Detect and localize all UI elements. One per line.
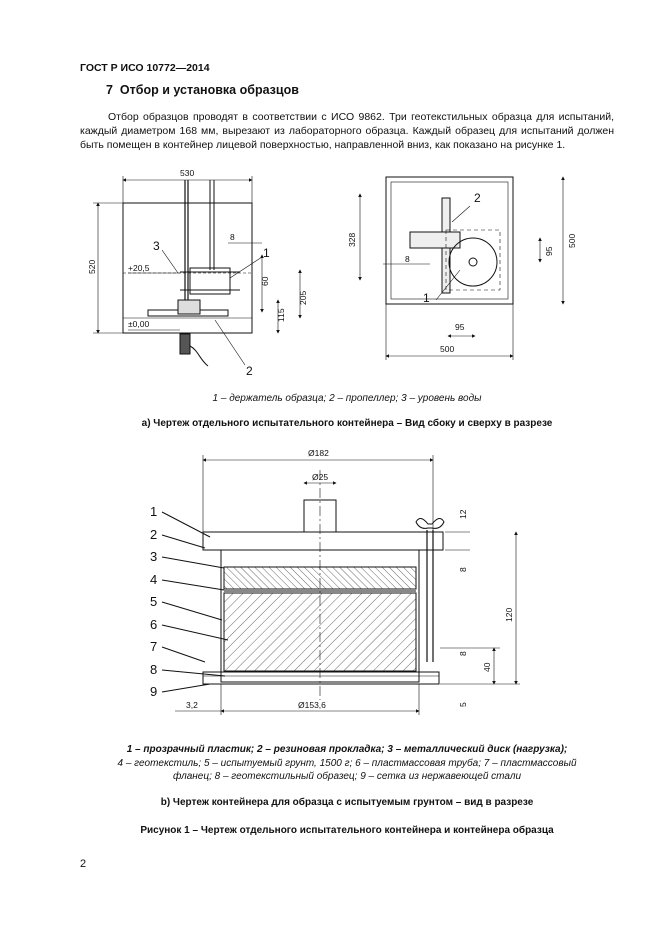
b-dim-12: 12 — [458, 509, 468, 519]
dim-500-v: 500 — [567, 234, 577, 248]
dim-530: 530 — [180, 168, 194, 178]
figure-b-caption: b) Чертеж контейнера для образца с испыт… — [160, 797, 534, 808]
figure-b-legend-line1: 1 – прозрачный пластик; 2 – резиновая пр… — [126, 744, 568, 755]
b-label-1: 1 — [150, 504, 157, 519]
side-label-3: 3 — [153, 239, 160, 253]
b-label-2: 2 — [150, 527, 157, 542]
b-plastic-flange — [202, 671, 440, 685]
b-label-3: 3 — [150, 549, 157, 564]
b-dim-40: 40 — [482, 662, 492, 672]
figure-b-drawing: Ø182 Ø25 12 8 120 8 40 5 3,2 Ø153,6 1 2 … — [150, 448, 520, 715]
section-number: 7 — [106, 83, 113, 97]
b-dim-25: Ø25 — [312, 472, 328, 482]
top-label-1: 1 — [423, 291, 430, 305]
b-dim-32: 3,2 — [186, 700, 198, 710]
b-clear-plastic-lid — [202, 531, 444, 551]
dim-95-v: 95 — [544, 246, 554, 256]
dim-328: 328 — [347, 233, 357, 247]
side-label-1: 1 — [263, 246, 270, 260]
b-label-7: 7 — [150, 639, 157, 654]
side-specimen-holder — [189, 267, 231, 295]
b-dim-8a: 8 — [458, 567, 468, 572]
figure-a-caption: а) Чертеж отдельного испытательного конт… — [141, 418, 553, 429]
body-paragraph: Отбор образцов проводят в соответствии с… — [80, 111, 614, 151]
top-propeller-disc — [448, 237, 498, 287]
top-view-container — [385, 176, 514, 305]
level-top: +20,5 — [128, 263, 150, 273]
dim-115: 115 — [276, 308, 286, 322]
b-dim-8b: 8 — [458, 651, 468, 656]
top-label-2: 2 — [474, 191, 481, 205]
dim-60: 60 — [260, 276, 270, 286]
dim-205: 205 — [298, 291, 308, 305]
b-label-4: 4 — [150, 572, 157, 587]
dim-8-top: 8 — [405, 254, 410, 264]
level-bottom: ±0,00 — [128, 319, 149, 329]
b-wing-nut — [415, 518, 445, 529]
dim-500-h: 500 — [440, 344, 454, 354]
section-title: Отбор и установка образцов — [119, 83, 299, 97]
dim-8-side: 8 — [230, 232, 235, 242]
figure-b-legend-line2: 4 – геотекстиль; 5 – испытуемый грунт, 1… — [117, 758, 577, 769]
figure-b-legend-line3: фланец; 8 – геотекстильный образец; 9 – … — [172, 771, 522, 782]
b-dim-120: 120 — [504, 608, 514, 622]
page-number: 2 — [80, 858, 87, 870]
b-label-8: 8 — [150, 662, 157, 677]
b-label-6: 6 — [150, 617, 157, 632]
b-dim-182: Ø182 — [308, 448, 329, 458]
b-label-5: 5 — [150, 594, 157, 609]
b-label-9: 9 — [150, 684, 157, 699]
figure-a-drawing: 530 520 8 60 205 115 +20,5 ±0,00 328 500… — [87, 168, 577, 378]
dim-520: 520 — [87, 260, 97, 274]
figure-caption: Рисунок 1 – Чертеж отдельного испытатель… — [140, 825, 554, 836]
dim-95-h: 95 — [455, 322, 465, 332]
figure-a-legend: 1 – держатель образца; 2 – пропеллер; 3 … — [212, 393, 482, 404]
b-dim-5: 5 — [458, 702, 468, 707]
document-header: ГОСТ Р ИСО 10772—2014 — [80, 62, 210, 74]
section-heading: 7 Отбор и установка образцов — [106, 83, 299, 97]
b-dim-1536: Ø153,6 — [298, 700, 326, 710]
side-label-2: 2 — [246, 364, 253, 378]
